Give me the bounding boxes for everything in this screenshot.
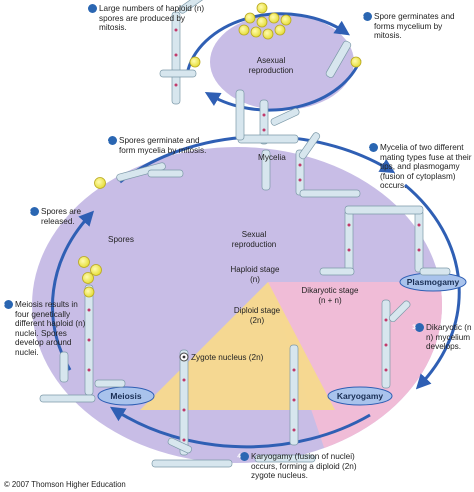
haploid-stage-ploidy: (n)	[250, 274, 260, 284]
step-4-text: Karyogamy (fusion of nuclei) occurs, for…	[251, 452, 357, 481]
step-3-text: Dikaryotic (n + n) mycelium develops.	[426, 323, 474, 352]
step-6-number: 6	[27, 207, 39, 216]
step-8-text: Spore germinates and forms mycelium by m…	[374, 12, 455, 41]
copyright-notice: © 2007 Thomson Higher Education	[4, 480, 126, 489]
zygote-nucleus-label: Zygote nucleus (2n)	[191, 353, 264, 362]
haploid-stage-text: Haploid stage	[230, 265, 280, 274]
dikaryotic-stage-text: Dikaryotic stage	[301, 286, 359, 295]
diploid-region	[140, 282, 335, 410]
step-2-number: 2	[366, 143, 378, 152]
nuclei	[87, 28, 421, 442]
hyphae	[39, 0, 451, 468]
haploid-stage-label: Haploid stage (n)	[220, 265, 290, 284]
meiosis-pill	[97, 386, 155, 406]
sexual-reproduction-label: Sexual reproduction	[231, 230, 277, 249]
dikaryotic-stage-label: Dikaryotic stage (n + n)	[290, 286, 370, 305]
karyogamy-label: Karyogamy	[336, 391, 384, 401]
step-6-text: Spores are released.	[41, 207, 82, 226]
meiosis-label: Meiosis	[110, 391, 142, 401]
step-8-number: 8	[360, 12, 372, 21]
step-1-text: Spores germinate and form mycelia by mit…	[119, 136, 207, 155]
step-5-number: 5	[1, 300, 13, 309]
diploid-stage-ploidy: (2n)	[249, 315, 265, 325]
asexual-reproduction-label: Asexual reproduction	[248, 56, 294, 75]
sexual-cycle-arrow-bottom	[109, 406, 371, 449]
step-5-text: Meiosis results in four genetically diff…	[15, 300, 86, 357]
dikaryotic-stage-ploidy: (n + n)	[318, 295, 342, 305]
plasmogamy-label: Plasmogamy	[406, 277, 460, 287]
asexual-arrow-bottom	[204, 59, 362, 112]
karyogamy-pill	[327, 386, 393, 406]
sexual-cycle-arrow-left	[51, 210, 95, 371]
step-1-number: 1	[105, 136, 117, 145]
mycelia-label: Mycelia	[258, 153, 286, 162]
spores-label: Spores	[108, 235, 134, 244]
diploid-stage-text: Diploid stage	[233, 306, 281, 315]
step-3-number: 3	[412, 323, 424, 332]
diploid-stage-label: Diploid stage (2n)	[222, 306, 292, 325]
step-7-text: Large numbers of haploid (n) spores are …	[99, 4, 205, 33]
spores	[78, 2, 362, 298]
step-4-number: 4	[237, 452, 249, 461]
step-7-number: 7	[85, 4, 97, 13]
step-2-text: Mycelia of two different mating types fu…	[380, 143, 472, 191]
asexual-ellipse	[210, 14, 354, 110]
